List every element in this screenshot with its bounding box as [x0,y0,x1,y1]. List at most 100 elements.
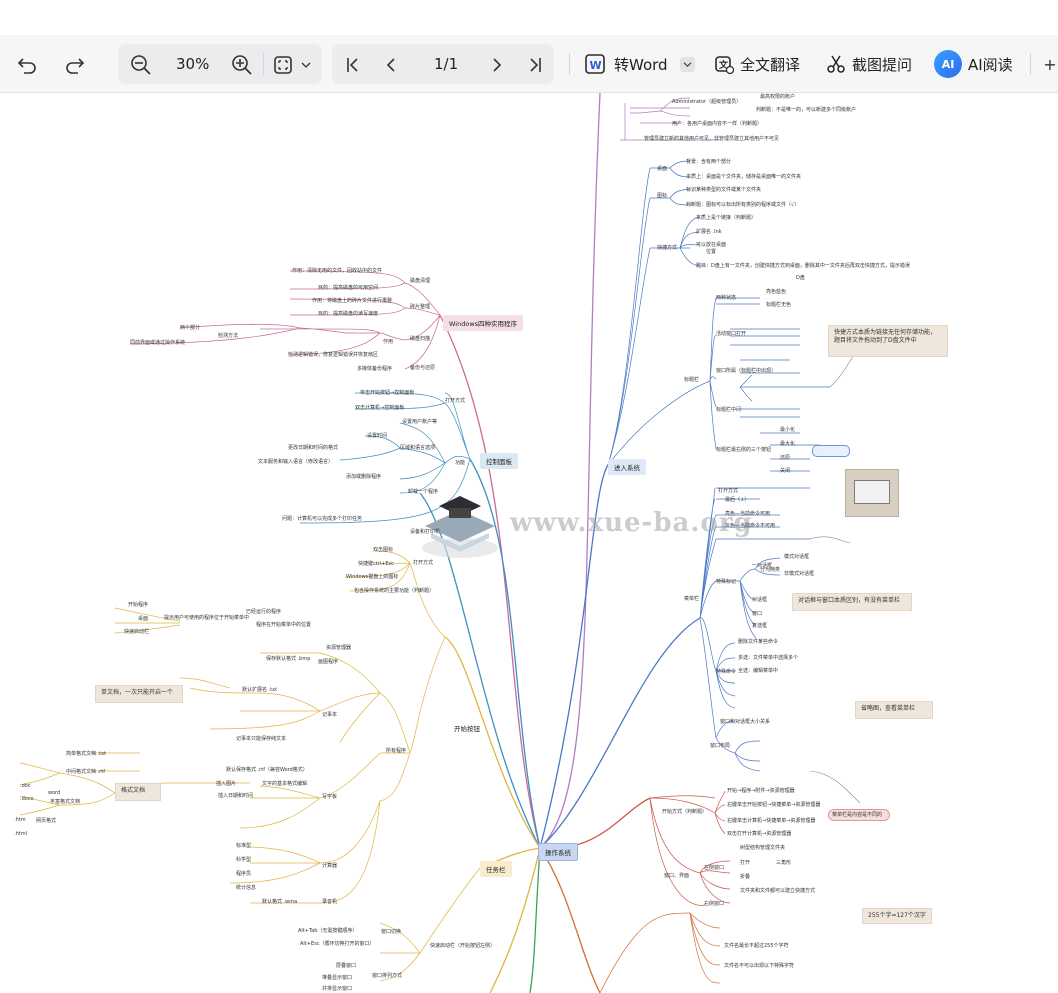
fit-page-button[interactable] [270,52,296,78]
zoom-level[interactable]: 30% [176,55,210,73]
redo-icon [66,58,85,74]
label: 可以放在桌面 [696,242,727,248]
label: 本质上是个链接（判断题） [696,215,757,221]
label: D盘 [796,275,805,281]
chevron-down-icon [301,62,311,68]
label: 双击图标 [373,547,394,553]
label: 默认格式 .wma [262,899,298,905]
label: 最小化 [780,427,796,433]
node-start-menu[interactable]: 开始按钮 [454,725,480,733]
node-enter-system[interactable]: 进入系统 [608,459,646,475]
zoom-group [118,44,322,84]
label: 默认扩展名 .txt [242,687,278,693]
last-page-button[interactable] [522,52,548,78]
label: 菜单栏 [684,596,700,602]
mindmap-canvas[interactable]: www.xue-ba.org 操作系统 进入系统 控制面板 Windows四种实… [0,93,1058,993]
label: 设备和打印机 [410,529,441,535]
label: 堆叠显示窗口 [322,975,353,981]
undo-button[interactable] [14,52,40,78]
node-win-tools[interactable]: Windows四种实用程序 [443,315,524,331]
label: 添加或删除程序 [346,474,382,480]
label: .htm [14,817,26,823]
label: 图标 [657,193,668,199]
label: 左侧窗口 [704,865,725,871]
label: 快速启动栏（开始按钮左侧） [430,943,496,949]
label: 画图程序 [318,659,339,665]
label: .docx [20,796,34,802]
first-page-button[interactable] [340,52,366,78]
label: 碎片整理 [410,304,431,310]
word-icon: W [585,54,605,74]
label: 文件夹和文件都可以建立快捷方式 [740,888,816,894]
label: 折叠 [740,874,751,880]
label: 默认保存格式 .rtf（兼容Word格式） [226,767,308,773]
label: 窗口 [752,611,763,617]
screenshot-thumbnail [845,469,899,517]
label: 磁盘清理 [410,278,431,284]
label: 用户：各用户桌面内容不一样（判断题） [672,121,763,127]
prev-page-icon [386,58,395,72]
scissors-icon [827,55,845,73]
screenshot-ask-button[interactable]: 截图提问 [826,49,920,79]
label: 判断题：不是唯一的，可以新建多个同级账户 [756,107,857,113]
label: 卸载一个程序 [408,489,439,495]
label: 问题：计算机可以完成多个打印任务 [282,516,363,522]
label: 复选框 [752,623,768,629]
label: 功能 [455,460,466,466]
first-page-icon [347,58,358,72]
prev-page-button[interactable] [378,52,404,78]
label: 保存默认格式 .bmp [266,656,311,662]
watermark-logo-icon [422,496,498,558]
node-control-panel[interactable]: 控制面板 [480,453,518,469]
to-word-options-button[interactable] [680,57,695,72]
label: 文本服务和输入语言（修改语言） [258,459,334,465]
to-word-label: 转Word [614,55,668,74]
label: 管理员建立新的其他用户可见，非管理员建立其他用户不可见 [644,136,780,142]
label: .html [14,831,27,837]
node-taskbar[interactable]: 任务栏 [480,861,512,877]
label: 丰富格式文档 [50,799,81,805]
label: 打开方式 [718,488,739,494]
fit-options-button[interactable] [298,57,314,73]
mindmap-lines [19,93,861,993]
label: 检测逻辑错误，修复逻辑错误并恢复扇区 [288,352,379,358]
label: 设置时间 [367,433,388,439]
label: 作用 [383,339,394,345]
next-page-icon [493,58,502,72]
label: 快捷键ctrl+Esc [358,561,394,567]
to-word-button[interactable]: W 转Word [584,49,698,79]
label: 特殊标记 [716,579,737,585]
label: 记事本只能保存纯文本 [236,736,287,742]
label: 窗口布局 [710,743,731,749]
label: 判断题：图标可以标出所有类别的程序或文件（√） [686,202,800,208]
toolbar-divider-right [1030,53,1031,75]
redo-button[interactable] [62,52,88,78]
more-button[interactable]: + [1043,54,1057,74]
label: 多媒体备份程序 [357,366,393,372]
label: 右键单击计算机→快捷菜单→资源管理器 [727,818,816,824]
svg-text:W: W [590,59,602,72]
label: 包含操作系统的主要功能（判断题） [354,588,435,594]
label: 右键单击开始按钮→快捷菜单→资源管理器 [727,802,821,808]
label: 背景：含有两个部分 [686,159,732,165]
label: 计算器 [322,863,338,869]
label: 快速启动栏 [124,629,150,635]
label: 科学型 [236,857,252,863]
label: 三角形 [776,860,792,866]
label: 中间格式文档 .rtf [66,769,105,775]
translate-button[interactable]: 文 全文翻译 [714,49,808,79]
ai-read-button[interactable]: AI AI阅读 [934,48,1026,80]
label: 最高权限的账户 [760,94,796,100]
next-page-button[interactable] [484,52,510,78]
label: 程序员 [236,871,252,877]
fit-page-icon [274,56,292,74]
zoom-out-button[interactable] [128,52,154,78]
label: 题目：D盘上有一文件夹，创建快捷方式到桌面，删除其中一文件夹后再双击快捷方式，提… [696,263,910,269]
node-center[interactable]: 操作系统 [538,843,578,861]
zoom-out-icon [131,55,151,75]
label: 标题栏最右侧的三个按钮 [716,447,772,453]
page-indicator[interactable]: 1/1 [434,55,459,73]
label: Administrator（超级管理员） [672,99,742,105]
zoom-in-button[interactable] [229,52,255,78]
label: 窗口和对话框大小关系 [720,719,771,725]
